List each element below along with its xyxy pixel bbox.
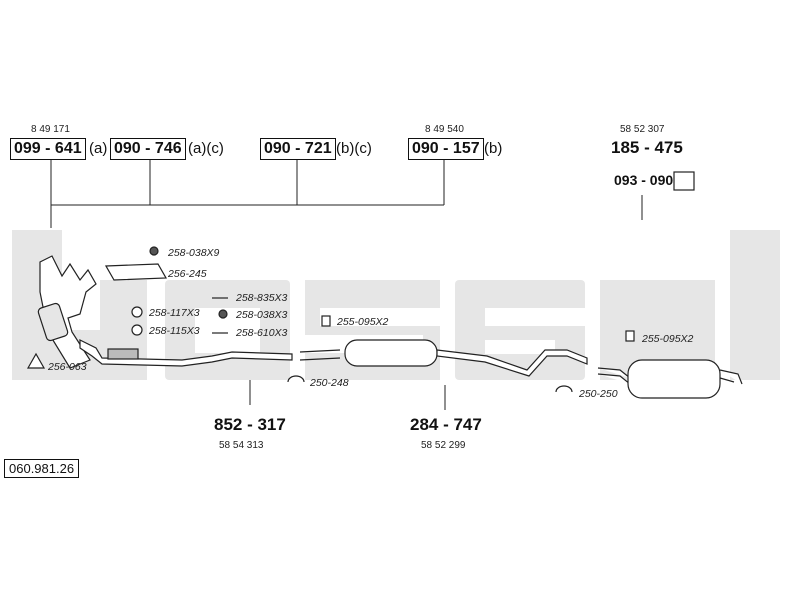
ring-b-icon bbox=[131, 324, 143, 336]
rear-silencer bbox=[627, 359, 721, 399]
label-ring-a: 258-117X3 bbox=[149, 307, 200, 319]
part-code-090-746[interactable]: 090 - 746 bbox=[110, 138, 186, 160]
clamp-rear-icon bbox=[625, 330, 635, 342]
part-code-099-641[interactable]: 099 - 641 bbox=[10, 138, 86, 160]
manifold-gasket bbox=[104, 263, 168, 281]
catalytic-converter bbox=[37, 302, 69, 342]
part-code-090-157[interactable]: 090 - 157 bbox=[408, 138, 484, 160]
center-pipe bbox=[299, 349, 341, 361]
label-clamp-rear: 255-095X2 bbox=[642, 333, 694, 345]
label-nut-b: 258-038X3 bbox=[236, 309, 288, 321]
label-clamp-ring-front: 250-248 bbox=[310, 377, 349, 389]
label-nut: 258-038X9 bbox=[168, 247, 220, 259]
part-suffix: (a)(c) bbox=[188, 140, 224, 157]
ring-a-icon bbox=[131, 306, 143, 318]
nut-icon bbox=[149, 246, 159, 256]
bracket-code[interactable]: 093 - 090 bbox=[614, 172, 674, 188]
center-silencer bbox=[344, 339, 438, 367]
part-suffix: (a) bbox=[89, 140, 108, 157]
rear-bracket bbox=[673, 171, 695, 191]
label-clamp-ring-rear: 250-250 bbox=[579, 388, 618, 400]
group-ref-4: 8 49 540 bbox=[425, 124, 464, 135]
group-ref-1: 8 49 171 bbox=[31, 124, 70, 135]
label-ring-b: 258-115X3 bbox=[149, 325, 200, 337]
clamp-front-icon bbox=[321, 315, 331, 327]
part-suffix: (b) bbox=[484, 140, 503, 157]
rear-part-ref: 58 52 307 bbox=[620, 124, 665, 135]
label-gasket-ring: 256-063 bbox=[48, 361, 87, 373]
clamp-ring-front-icon bbox=[287, 375, 305, 383]
gasket-ring-icon bbox=[26, 352, 46, 369]
part-code-090-721[interactable]: 090 - 721 bbox=[260, 138, 336, 160]
rear-part-code[interactable]: 185 - 475 bbox=[611, 138, 683, 157]
nut-b-icon bbox=[218, 309, 228, 319]
label-bolt: 258-610X3 bbox=[236, 327, 288, 339]
part-suffix: (b)(c) bbox=[336, 140, 372, 157]
front-pipe-ref: 58 54 313 bbox=[219, 440, 264, 451]
label-stud: 258-835X3 bbox=[236, 292, 288, 304]
label-clamp-front: 255-095X2 bbox=[337, 316, 389, 328]
center-silencer-ref: 58 52 299 bbox=[421, 440, 466, 451]
front-pipe-code[interactable]: 852 - 317 bbox=[214, 415, 286, 434]
diagram-number: 060.981.26 bbox=[4, 459, 80, 478]
clamp-ring-rear-icon bbox=[555, 385, 573, 393]
label-manifold-gasket: 256-245 bbox=[168, 268, 207, 280]
center-silencer-code[interactable]: 284 - 747 bbox=[410, 415, 482, 434]
